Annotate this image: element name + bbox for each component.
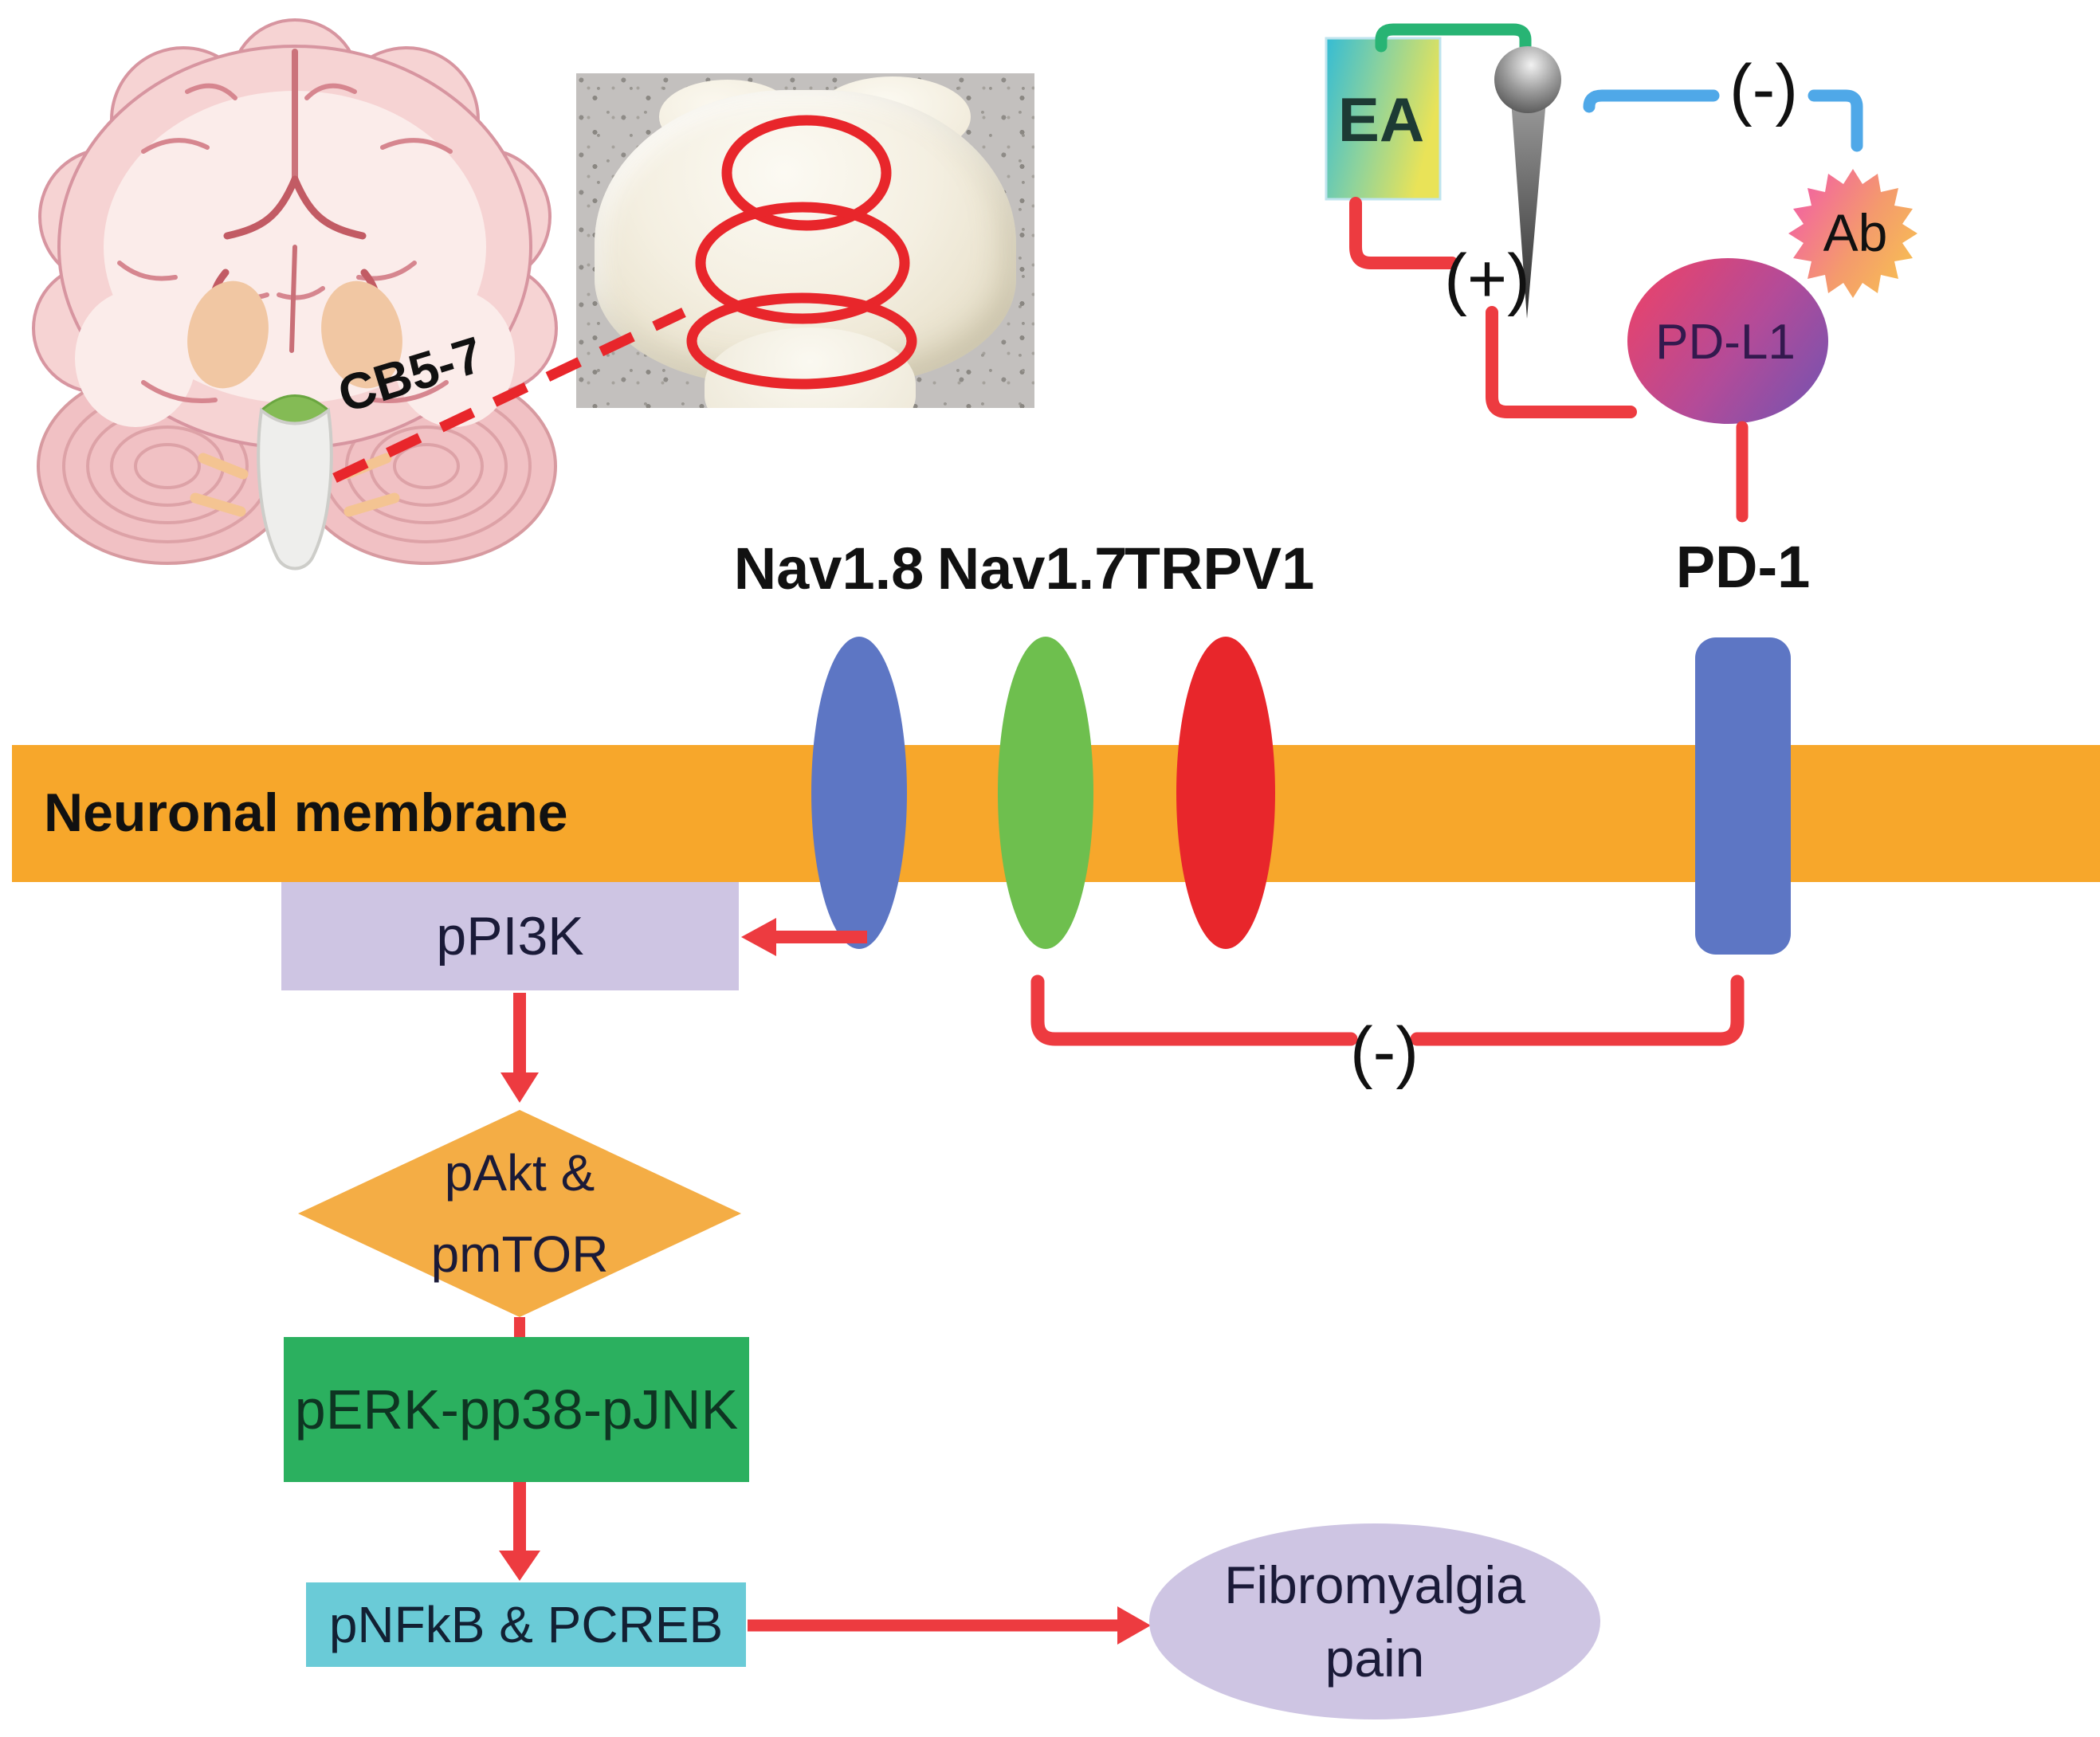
pd1-receptor [1695,637,1791,955]
needle-ab-inhibition-line [1808,89,1863,152]
ea-needle-wire [1375,23,1532,64]
pakt-pmtor-text: pAkt & pmTOR [298,1116,741,1312]
needle-icon [1494,46,1561,319]
pnfkb-box: pNFkB & PCREB [306,1582,746,1667]
pakt-label: pAkt & [444,1144,595,1202]
antibody-star-icon [1788,169,1917,298]
needle-ab-inhibition-line [1583,89,1720,113]
brain-illustration [32,18,558,571]
ppi3k-label: pPI3K [436,906,584,967]
brainstem [257,407,333,571]
ppi3k-box: pPI3K [281,882,739,990]
fibromyalgia-ellipse: Fibromyalgia pain [1149,1523,1600,1719]
ppi3k-diamond-arrowhead [500,1072,539,1103]
cerebellum-photo [576,73,1034,408]
basal-ganglia-left [187,280,269,389]
nav18-channel [811,637,907,949]
perk-box: pERK-pp38-pJNK [284,1337,749,1482]
pdl1-label: PD-L1 [1655,315,1796,370]
nav17-label: Nav1.7 [936,535,1128,602]
acupoint-dashed-line [332,308,686,483]
pd1-channel-inhibition-bracket-right [1410,974,1745,1046]
antibody-label: Ab [1823,203,1888,262]
pnfkb-label: pNFkB & PCREB [328,1596,724,1653]
perk-pnfkb-arrowhead [499,1551,540,1581]
pnfkb-pain-arrowhead [1117,1606,1151,1645]
pd1-channel-inhibition-bracket-left [1030,974,1358,1046]
ea-label: EA [1337,84,1425,155]
nav18-label: Nav1.8 [733,535,924,602]
membrane-label: Neuronal membrane [44,782,568,843]
nav17-channel [998,637,1093,949]
acupoint-circles [686,115,917,390]
perk-label: pERK-pp38-pJNK [294,1378,739,1441]
minus-label-bracket: (-) [1350,1014,1419,1090]
pakt-pmtor-diamond [298,1110,741,1317]
trpv1-channel [1176,637,1275,949]
ea-plus-line-2 [1486,306,1637,418]
fibromyalgia-label-line2: pain [1325,1629,1425,1688]
pd1-label: PD-1 [1675,534,1811,600]
trpv1-label: TRPV1 [1124,535,1315,602]
minus-label-top: (-) [1729,51,1798,127]
nav18-ppi3k-arrowhead [741,918,776,956]
plus-label: (+) [1444,241,1530,317]
pdl1-ball [1627,258,1828,424]
pmtor-label: pmTOR [430,1225,609,1283]
fibromyalgia-label-line1: Fibromyalgia [1224,1555,1525,1614]
basal-ganglia-right [321,280,402,389]
ea-plus-line-1 [1349,197,1458,269]
